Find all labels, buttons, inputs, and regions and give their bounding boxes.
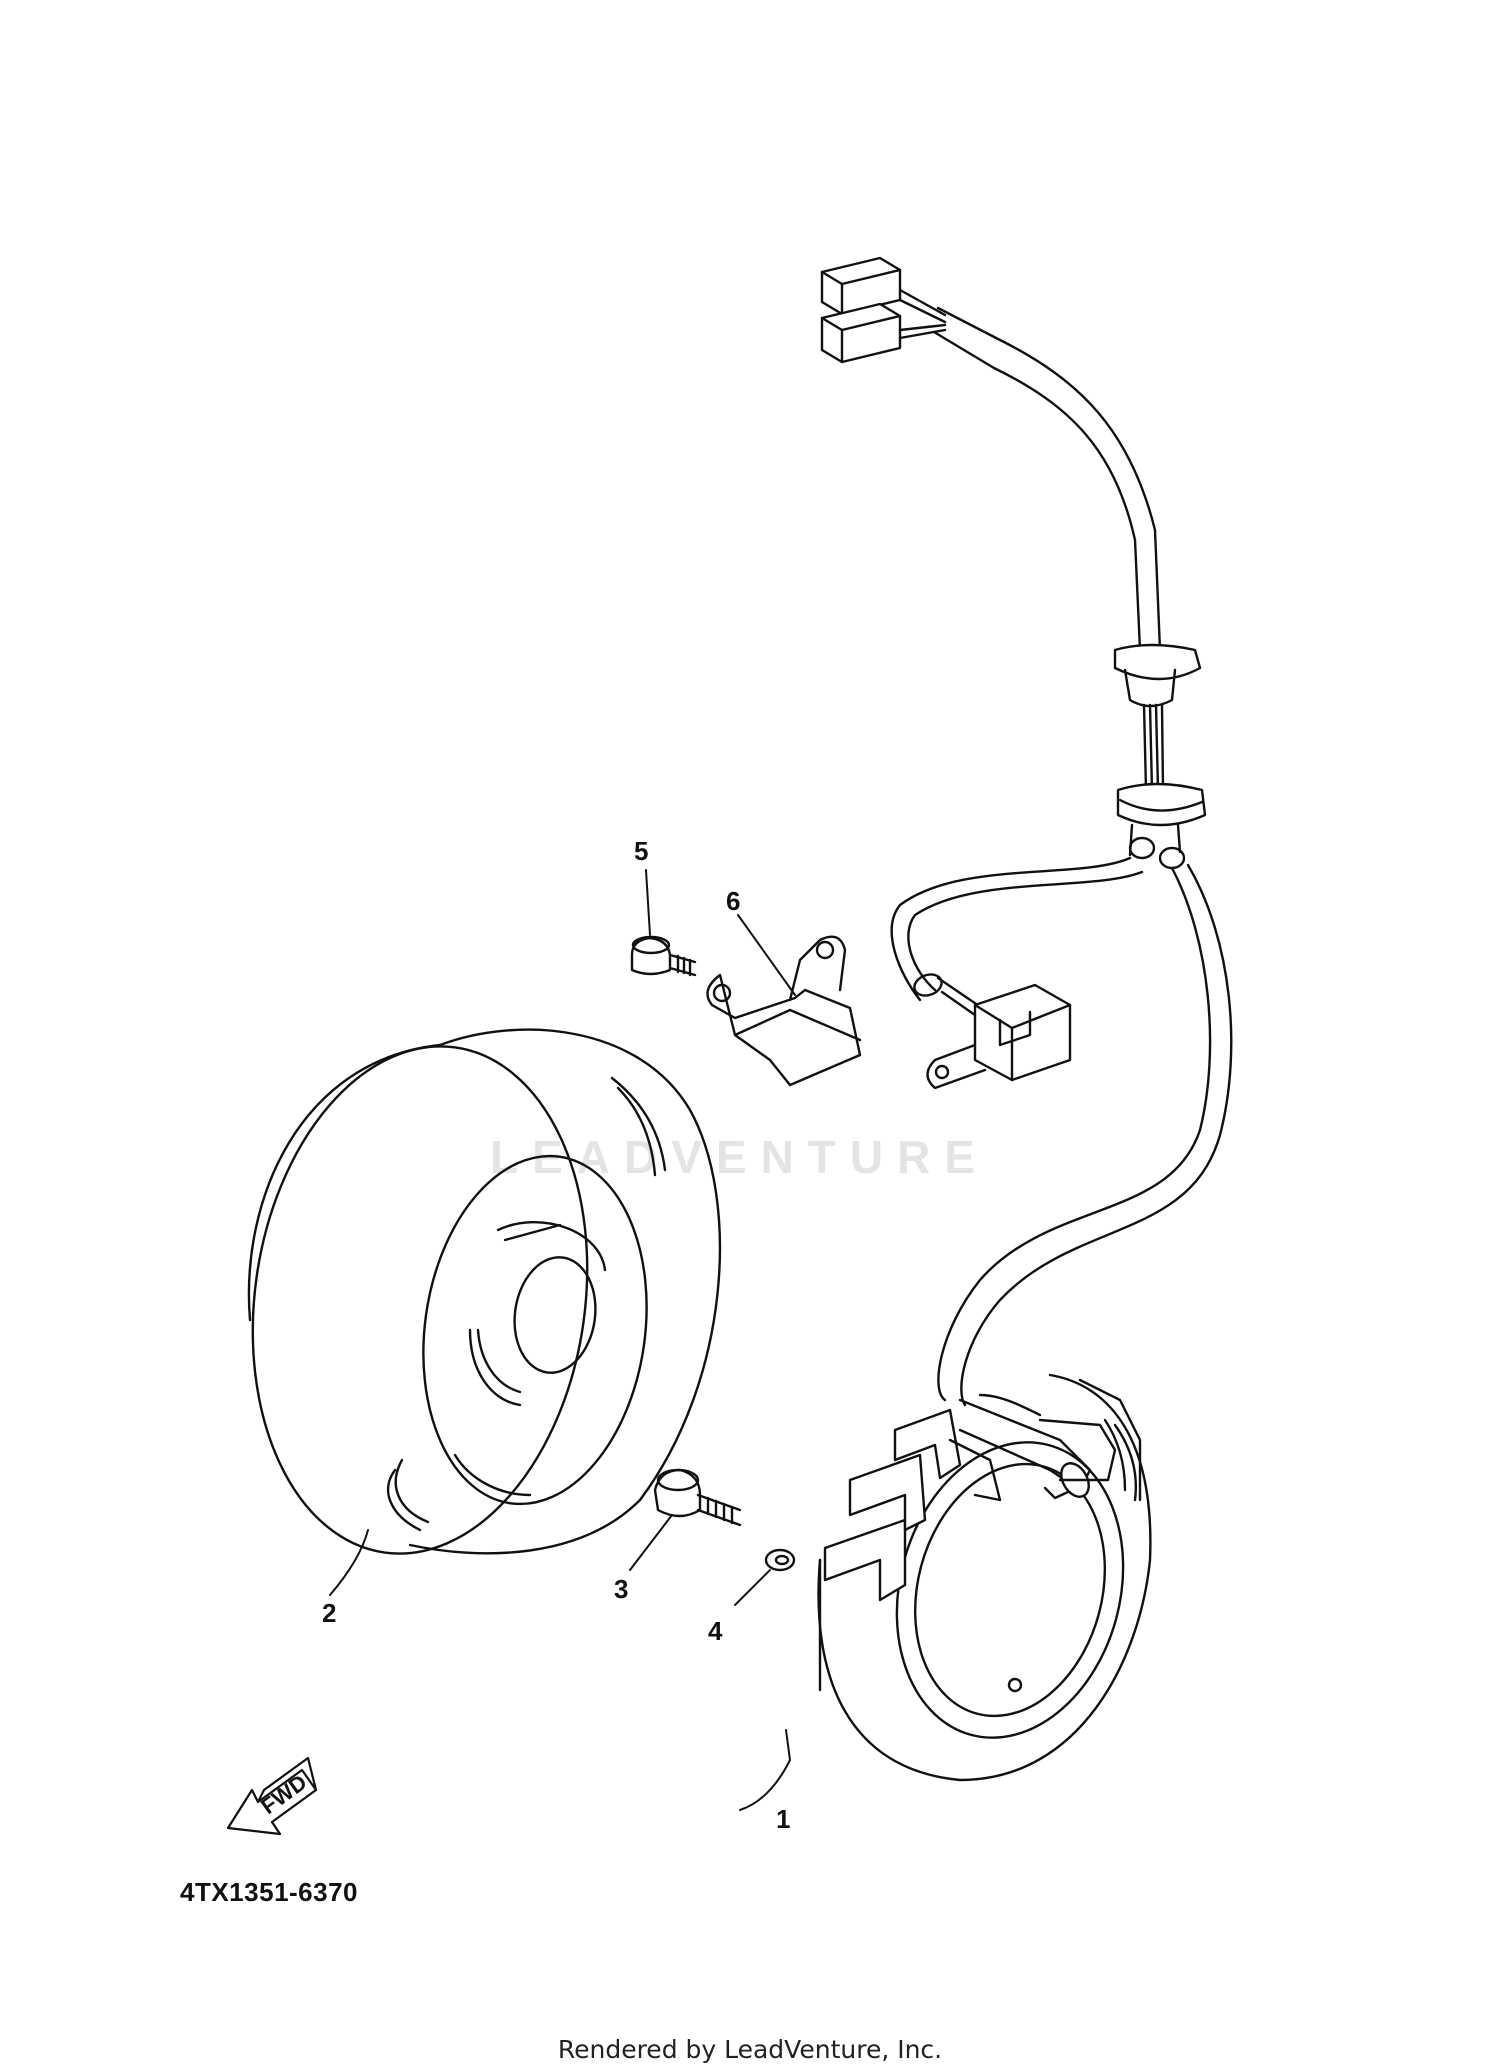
callout-4: 4 [708, 1616, 723, 1646]
bolt-part-3 [653, 1468, 742, 1527]
leader-6 [737, 914, 796, 996]
washer-part-4 [764, 1548, 796, 1572]
leader-lines [329, 869, 796, 1811]
callout-6: 6 [726, 886, 741, 916]
leader-2 [329, 1529, 369, 1596]
grommet-lower [1116, 782, 1207, 870]
diagram-part-code: 4TX1351-6370 [180, 1877, 359, 1907]
leader-4 [734, 1569, 771, 1606]
screw-part-5 [630, 935, 697, 977]
callout-3: 3 [614, 1574, 629, 1604]
stator-lead-wire [937, 863, 1233, 1407]
sensor-lead-wire [890, 856, 1144, 1002]
forward-arrow-icon: FWD [226, 1756, 318, 1836]
stator-assembly [817, 1373, 1152, 1782]
flywheel-rotor [247, 1028, 722, 1555]
wires-between-grommets [1142, 703, 1165, 792]
callout-1: 1 [776, 1804, 791, 1834]
grommet-upper [1113, 643, 1202, 708]
bracket-part [706, 935, 862, 1087]
pickup-coil [913, 973, 1072, 1090]
callout-2: 2 [322, 1598, 337, 1628]
wire-bundle-top [898, 288, 1002, 370]
leader-1 [739, 1729, 791, 1811]
watermark-text: LEADVENTURE [490, 1131, 990, 1183]
leader-5 [645, 869, 651, 936]
harness-cable [992, 338, 1162, 652]
callout-5: 5 [634, 836, 649, 866]
render-credit: Rendered by LeadVenture, Inc. [557, 2035, 943, 2064]
leader-3 [629, 1514, 673, 1571]
coupler-connector-top [820, 256, 902, 364]
